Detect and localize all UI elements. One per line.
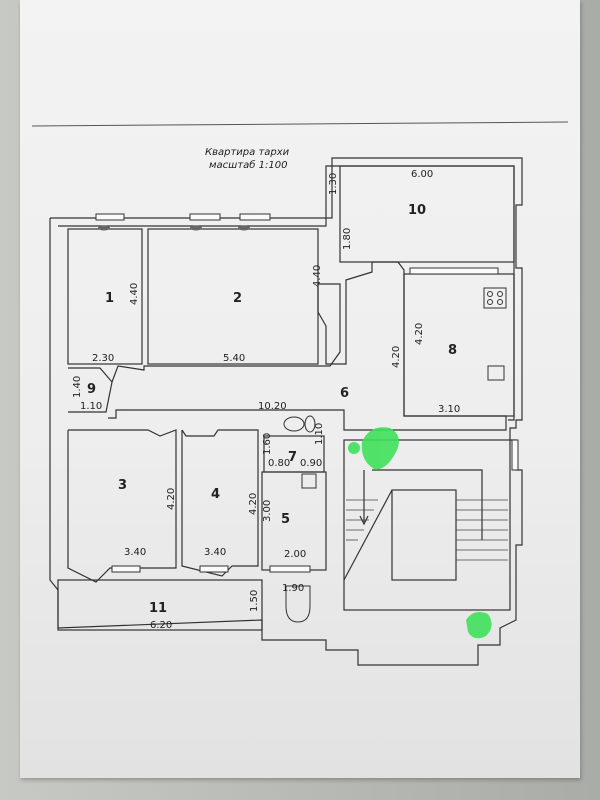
paper-sheet [20, 0, 580, 778]
dim-room8-height: 4.20 [414, 323, 425, 345]
dim-room3-width: 3.40 [124, 547, 146, 558]
dim-room11-height: 1.50 [249, 590, 260, 612]
room-number-5: 5 [281, 512, 290, 527]
stair-rail [372, 469, 483, 540]
dim-room7-width-right: 0.90 [300, 458, 322, 469]
window [111, 565, 141, 573]
dim-room4-height: 4.20 [248, 493, 259, 515]
dim-room10-width: 6.00 [411, 169, 433, 180]
room-number-7: 7 [288, 450, 297, 465]
dim-room8-width: 3.10 [438, 404, 460, 415]
window [199, 565, 229, 573]
room-number-11: 11 [149, 601, 167, 616]
inner-wall [58, 165, 515, 421]
dim-room9-width: 1.10 [80, 401, 102, 412]
window [95, 213, 125, 221]
sink-icon [283, 416, 305, 432]
dim-room8-height-left: 4.20 [391, 346, 402, 368]
markers [348, 427, 492, 639]
header-rule [31, 121, 569, 127]
stair-ramp [343, 489, 393, 581]
plan-title: Квартира тархи [205, 147, 290, 158]
windows [95, 213, 519, 573]
dim-room1-width: 2.30 [92, 353, 114, 364]
dim-room7-width-left: 0.80 [268, 458, 290, 469]
dim-room10-side: 1.30 [328, 173, 339, 195]
room-11-outline [57, 579, 263, 631]
dim-room11-width: 6.20 [150, 620, 172, 631]
dim-room7-height-right: 1.10 [314, 423, 325, 445]
stove-icon [483, 287, 507, 309]
green-marker-2 [466, 612, 492, 639]
room-6-outline [108, 261, 507, 431]
room-number-8: 8 [448, 343, 457, 358]
room-10-outline [339, 165, 515, 263]
bathtub-icon [285, 585, 311, 623]
dim-room10-lower-side: 1.80 [342, 228, 353, 250]
toilet-icon [304, 415, 316, 433]
room-number-9: 9 [87, 382, 96, 397]
dim-room4-width: 3.40 [204, 547, 226, 558]
room-number-10: 10 [408, 203, 426, 218]
window [189, 213, 221, 221]
dim-room3-height: 4.20 [166, 488, 177, 510]
radiators [98, 225, 250, 231]
dim-room7-height-left: 1.60 [262, 433, 273, 455]
dim-room5-height: 3.00 [262, 500, 273, 522]
window [269, 565, 311, 573]
washbasin-icon [301, 473, 317, 489]
kitchen-sink-icon [487, 365, 505, 381]
window [511, 439, 519, 471]
dim-room2-height: 4.40 [312, 265, 323, 287]
stairwell [343, 439, 511, 611]
window [239, 213, 271, 221]
room-number-1: 1 [105, 291, 114, 306]
room-3-outline [67, 429, 177, 583]
stair-landing [391, 489, 457, 581]
dim-room1-height: 4.40 [129, 283, 140, 305]
room-number-6: 6 [340, 386, 349, 401]
green-marker-1 [361, 427, 399, 470]
dim-room5-width: 2.00 [284, 549, 306, 560]
radiator-icon [98, 225, 110, 231]
radiator-icon [238, 225, 250, 231]
dim-corridor-width: 10.20 [258, 401, 287, 412]
radiator-icon [190, 225, 202, 231]
dim-room2-width: 5.40 [223, 353, 245, 364]
walls [49, 157, 523, 666]
room-number-3: 3 [118, 478, 127, 493]
stair-treads [346, 499, 508, 561]
room-number-2: 2 [233, 291, 242, 306]
plan-scale: масштаб 1:100 [209, 159, 287, 171]
room-number-4: 4 [211, 487, 220, 502]
window [409, 267, 499, 275]
dim-room5-lower-width: 1.90 [282, 583, 304, 594]
fixtures [283, 287, 507, 623]
outer-wall [49, 157, 523, 666]
stair-arrow-head [359, 515, 369, 526]
dim-room9-height: 1.40 [72, 376, 83, 398]
